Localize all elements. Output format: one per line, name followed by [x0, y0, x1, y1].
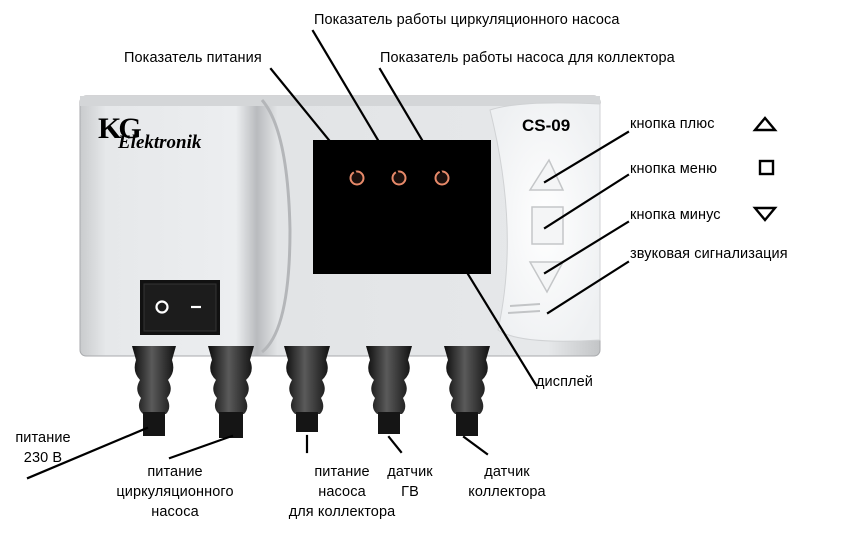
- label-circ-power: питание циркуляционного насоса: [116, 464, 234, 520]
- speaker-grille: [507, 303, 541, 314]
- cable-glands: [132, 346, 490, 438]
- led-indicators: [349, 170, 450, 186]
- collector-pump-led: [434, 170, 450, 186]
- label-power-indicator: Показатель питания: [124, 50, 262, 66]
- cable-gland-collector-power: [284, 346, 330, 432]
- display: [313, 140, 491, 274]
- power-led: [349, 170, 365, 186]
- label-minus-button: кнопка минус: [630, 207, 721, 223]
- leader-lines: [26, 29, 630, 480]
- cable-gland-gv-sensor: [366, 346, 412, 434]
- brand-top-text: KG: [98, 112, 142, 145]
- model-name: CS-09: [522, 116, 571, 135]
- label-gv-sensor: датчик ГВ: [387, 464, 433, 500]
- power-switch[interactable]: [140, 280, 220, 335]
- label-collector-pump-indicator: Показатель работы насоса для коллектора: [380, 50, 675, 66]
- brand-bottom-text: Elektronik: [118, 132, 202, 153]
- square-icon: [758, 159, 775, 176]
- triangle-up-icon: [752, 116, 778, 132]
- label-menu-button: кнопка меню: [630, 161, 718, 177]
- label-circ-pump-indicator: Показатель работы циркуляционного насоса: [314, 12, 620, 28]
- menu-key[interactable]: [531, 206, 564, 245]
- cable-gland-collector-sensor: [444, 346, 490, 436]
- cable-gland-power-230: [132, 346, 176, 436]
- label-plus-button: кнопка плюс: [630, 116, 715, 132]
- label-sound: звуковая сигнализация: [630, 246, 788, 262]
- minus-key[interactable]: [528, 261, 565, 294]
- circ-pump-led: [391, 170, 407, 186]
- label-collector-power: питание насоса для коллектора: [288, 464, 396, 520]
- label-display: дисплей: [536, 374, 593, 390]
- triangle-down-icon: [752, 206, 778, 222]
- label-power-230: питание 230 В: [15, 430, 71, 466]
- label-collector-sensor: датчик коллектора: [468, 464, 546, 500]
- cable-gland-circ-power: [208, 346, 254, 438]
